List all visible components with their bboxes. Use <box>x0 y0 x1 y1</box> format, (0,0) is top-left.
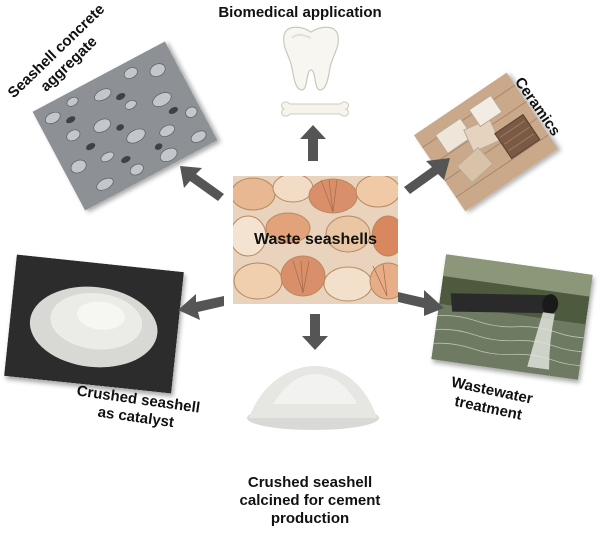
wastewater-image <box>431 254 593 380</box>
cement-powder-image <box>247 366 379 430</box>
cement-label-line2: calcined for cement <box>239 492 381 509</box>
arrow-to-catalyst <box>178 294 224 320</box>
wastewater-label: Wastewater treatment <box>428 370 553 430</box>
bone-image <box>281 101 349 117</box>
arrow-to-wastewater <box>398 290 444 316</box>
catalyst-powder-image <box>4 254 184 394</box>
cement-label-line1: Crushed seashell <box>247 474 373 491</box>
biomedical-label: Biomedical application <box>218 4 382 21</box>
cement-label: Crushed seashell calcined for cement pro… <box>210 474 410 528</box>
center-label: Waste seashells <box>253 231 378 248</box>
ceramics-image <box>413 72 559 212</box>
waste-seashells-image <box>233 176 398 304</box>
cement-label-line3: production <box>270 510 350 527</box>
concrete-aggregate-image <box>32 41 218 211</box>
arrow-to-cement <box>302 314 328 350</box>
arrow-to-ceramics <box>404 158 450 194</box>
arrow-to-concrete <box>180 166 224 201</box>
arrow-to-biomedical <box>300 125 326 161</box>
tooth-image <box>283 26 339 91</box>
